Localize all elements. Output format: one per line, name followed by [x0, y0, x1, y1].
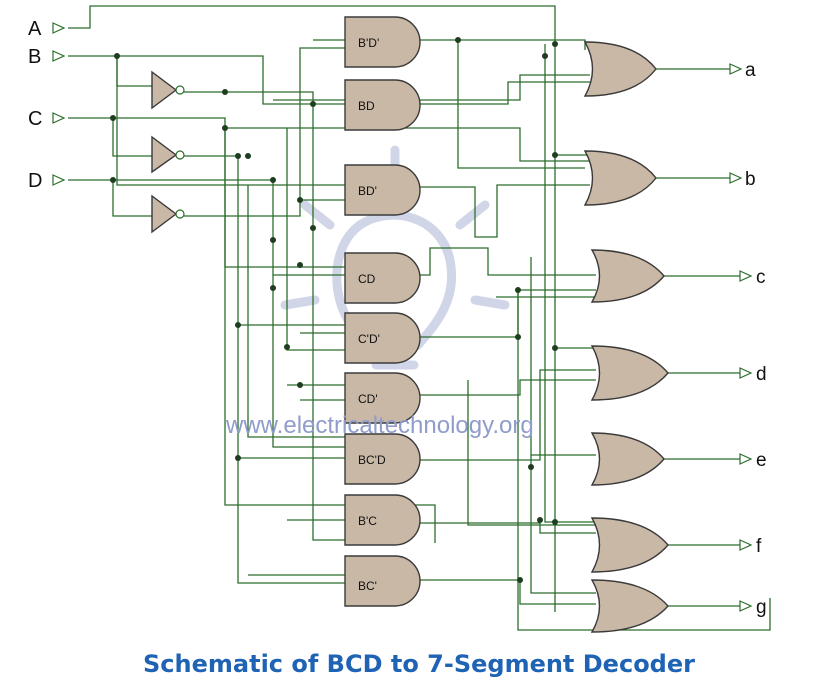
- inversion-bubble-icon: [175, 209, 185, 219]
- input-label: D: [28, 170, 42, 192]
- and-gate-b-d-not: BD': [344, 164, 421, 216]
- wiring: [68, 5, 771, 631]
- input-label: C: [28, 108, 42, 130]
- gate-label: BD: [358, 99, 375, 113]
- gate-label: CD': [358, 392, 378, 406]
- input-a: A: [28, 18, 66, 40]
- output-f: f: [739, 536, 762, 557]
- junction-dots: [110, 37, 558, 583]
- input-label: B: [28, 46, 41, 68]
- gate-label: BC': [358, 579, 377, 593]
- watermark-text: www.electricaltechnology.org: [225, 412, 534, 439]
- input-arrow-icon: [52, 112, 66, 124]
- output-a: a: [729, 60, 756, 81]
- and-gate-c-d-not: CD': [344, 372, 421, 424]
- output-label: a: [745, 60, 756, 81]
- and-gate-c-not-d-not: C'D': [344, 312, 421, 364]
- decoder-schematic: A B C D B'D' BD BD' CD: [28, 5, 771, 633]
- and-gate-cd: CD: [344, 252, 421, 304]
- not-gate-d: [151, 194, 185, 234]
- input-label: A: [28, 18, 42, 40]
- gate-label: C'D': [358, 332, 380, 346]
- or-gate-c: [590, 249, 665, 303]
- and-gate-b-not-d-not: B'D': [344, 16, 421, 68]
- output-arrow-icon: [739, 453, 753, 465]
- or-gate-f: [590, 517, 669, 573]
- gate-label: CD: [358, 272, 376, 286]
- output-g: g: [739, 597, 767, 618]
- inversion-bubble-icon: [175, 85, 185, 95]
- input-d: D: [28, 170, 66, 192]
- and-gate-b-c-not-d: BC'D: [344, 433, 421, 485]
- or-gate-d: [590, 345, 669, 401]
- gate-label: B'D': [358, 36, 379, 50]
- input-c: C: [28, 108, 66, 130]
- or-gate-a: [583, 41, 657, 97]
- output-label: f: [756, 536, 762, 557]
- output-label: d: [756, 364, 767, 385]
- input-arrow-icon: [52, 22, 66, 34]
- output-d: d: [739, 364, 767, 385]
- input-b: B: [28, 46, 66, 68]
- output-arrow-icon: [739, 367, 753, 379]
- gate-label: BC'D: [358, 453, 386, 467]
- or-gate-e: [590, 432, 665, 486]
- or-gate-b: [583, 150, 657, 206]
- output-b: b: [729, 169, 756, 190]
- and-gate-b-c-not: BC': [344, 555, 421, 607]
- output-c: c: [739, 267, 766, 288]
- input-arrow-icon: [52, 174, 66, 186]
- output-arrow-icon: [739, 600, 753, 612]
- or-gate-g: [590, 579, 669, 633]
- gate-label: B'C: [358, 514, 377, 528]
- output-label: b: [745, 169, 756, 190]
- output-label: c: [756, 267, 766, 288]
- and-gate-bd: BD: [344, 79, 421, 131]
- input-arrow-icon: [52, 50, 66, 62]
- not-gate-b: [151, 70, 185, 110]
- output-label: e: [756, 450, 767, 471]
- output-label: g: [756, 597, 767, 618]
- and-gate-b-not-c: B'C: [344, 494, 421, 546]
- output-arrow-icon: [729, 172, 743, 184]
- output-e: e: [739, 450, 767, 471]
- diagram-caption: Schematic of BCD to 7-Segment Decoder: [143, 650, 695, 678]
- output-arrow-icon: [739, 539, 753, 551]
- inversion-bubble-icon: [175, 150, 185, 160]
- output-arrow-icon: [729, 63, 743, 75]
- output-arrow-icon: [739, 270, 753, 282]
- gate-label: BD': [358, 184, 377, 198]
- not-gate-c: [151, 135, 185, 174]
